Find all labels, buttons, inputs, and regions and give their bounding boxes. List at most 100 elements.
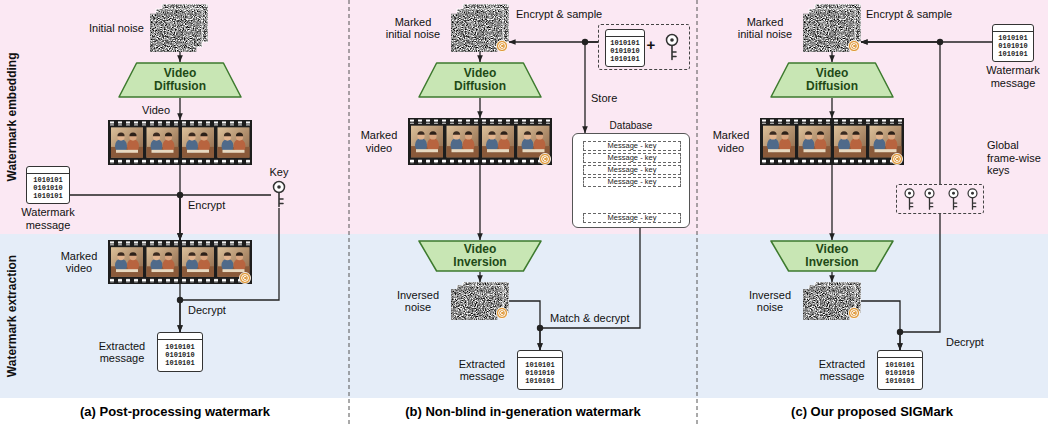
noise-picture (451, 282, 509, 320)
database-entry: Message - key (583, 153, 681, 163)
key-group: Global frame-wise keys (896, 184, 984, 214)
connector (179, 52, 180, 62)
node-text: Marked video (356, 129, 402, 154)
message-icon: 1010101 0101010 1010101Extracted message (517, 350, 563, 390)
connector (479, 272, 480, 282)
noise-picture (803, 4, 861, 52)
film-picture (408, 118, 552, 165)
connector (180, 195, 271, 240)
step-label: Decrypt (946, 336, 996, 349)
node-text: Marked video (708, 129, 754, 154)
copyright-badge (891, 153, 902, 164)
edge-label: Encrypt & sample (516, 8, 612, 21)
copyright-badge (496, 307, 507, 318)
database-entry: Message - key (583, 141, 681, 151)
key-picture (925, 189, 934, 209)
connector (900, 214, 940, 350)
node-text: Inversed noise (391, 289, 445, 314)
region-band: Watermark extraction Marked video 1010101 … (0, 234, 1048, 398)
panel-caption: (a) Post-processing watermark (25, 404, 325, 419)
key-picture (905, 189, 914, 209)
dashed-group: +1010101 0101010 1010101 (598, 24, 690, 70)
step-label: Decrypt (188, 304, 238, 317)
message-icon: 1010101 0101010 1010101Watermark message (992, 24, 1034, 62)
node-text: Message - key (608, 166, 657, 174)
node-text: Inversed noise (743, 289, 797, 314)
node-text: Watermark extraction (5, 255, 19, 377)
node-text: Marked video (56, 250, 102, 275)
node-text: Extracted message (812, 358, 872, 383)
node-text: Marked initial noise (381, 16, 445, 41)
key-picture (968, 189, 977, 209)
embedding-ground (0, 0, 1048, 234)
noise-picture (451, 4, 509, 52)
node-text: Database (591, 120, 671, 132)
key-picture (949, 189, 958, 209)
node-text: 1010101 0101010 1010101 (165, 343, 196, 367)
noise-picture (803, 282, 861, 320)
node-text: Extracted message (92, 340, 152, 365)
copyright-badge (848, 307, 859, 318)
noise-image: Marked initial noise (451, 4, 509, 52)
video-frames: Video (108, 120, 252, 165)
node-text: Watermark message (982, 64, 1044, 89)
node-text: Marked initial noise (733, 16, 797, 41)
video-frames: Marked video (760, 118, 904, 165)
film-picture (108, 120, 252, 165)
panel-separator (349, 0, 350, 425)
node-text: Watermark message (17, 206, 79, 231)
model-block: Video Diffusion (770, 62, 894, 98)
connector (585, 42, 598, 133)
connector (831, 52, 832, 62)
copyright-badge (239, 272, 250, 283)
key-picture (274, 182, 285, 207)
node-text: Video Diffusion (444, 67, 516, 93)
node-text: + (644, 36, 658, 53)
region-band: Watermark embedding Initial noiseVideo Di… (0, 0, 1048, 234)
node-text: Watermark embedding (5, 53, 19, 182)
message-icon: 1010101 0101010 1010101Extracted message (877, 350, 923, 390)
database-box: DatabaseMessage - keyMessage - keyMessag… (572, 133, 690, 228)
node-text: Key (264, 166, 294, 179)
video-frames: Marked video (108, 240, 252, 284)
connector (861, 301, 900, 350)
node-text: 1010101 0101010 1010101 (525, 361, 556, 385)
copyright-badge (848, 40, 859, 51)
connector (831, 98, 832, 118)
edge-label: Store (591, 92, 631, 105)
noise-image: Inversed noise (803, 282, 861, 320)
database-entry: Message - key (583, 177, 681, 187)
connector (509, 301, 540, 350)
node-text: Extracted message (452, 358, 512, 383)
message-icon: 1010101 0101010 1010101 (605, 29, 645, 67)
noise-picture (150, 4, 208, 52)
node-text: Message - key (608, 214, 657, 222)
model-block: Video Inversion (418, 240, 542, 272)
node-text: Video Diffusion (144, 67, 216, 93)
connector (831, 165, 832, 240)
database-entry: Message - key (583, 165, 681, 175)
node-text: 1010101 0101010 1010101 (998, 34, 1029, 58)
copyright-badge (539, 153, 550, 164)
connector (479, 98, 480, 118)
noise-image: Inversed noise (451, 282, 509, 320)
noise-image: Initial noise (150, 4, 208, 52)
model-block: Video Inversion (770, 240, 894, 272)
node-text: Global frame-wise keys (987, 139, 1045, 177)
node-text: Video Diffusion (796, 67, 868, 93)
connector (540, 228, 640, 350)
connector (180, 208, 279, 332)
model-block: Video Diffusion (418, 62, 542, 98)
node-text: 1010101 0101010 1010101 (885, 361, 916, 385)
connector (179, 98, 180, 120)
node-text: Video (130, 104, 170, 117)
panel-caption: (b) Non-blind in-generation watermark (373, 404, 673, 419)
film-picture (108, 240, 252, 284)
connector (479, 165, 480, 240)
extraction-ground (0, 234, 1048, 398)
model-block: Video Diffusion (118, 62, 242, 98)
node-text: Message - key (608, 142, 657, 150)
database-entry: Message - key (583, 213, 681, 223)
video-frames: Marked video (408, 118, 552, 165)
